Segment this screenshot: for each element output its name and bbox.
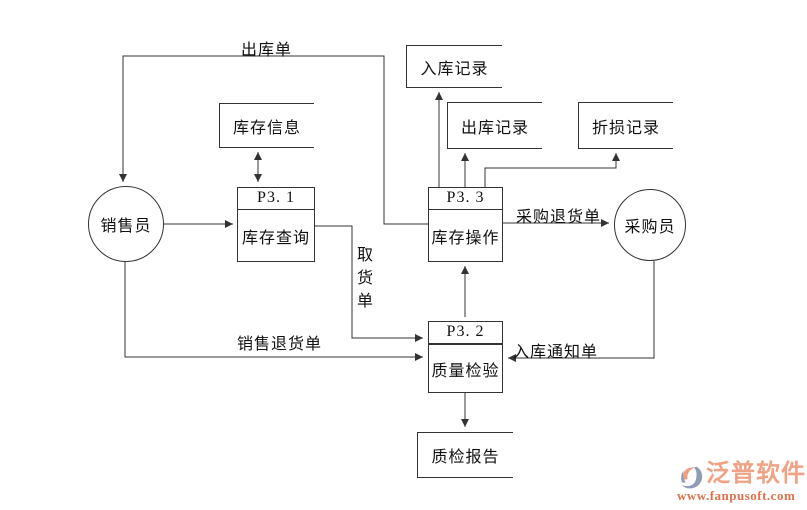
flow-p33-to-damage-records-line [484, 153, 620, 187]
entity-purchaser-label: 采购员 [624, 219, 676, 236]
store-qc-report: 质检报告 [417, 432, 513, 478]
store-inbound-records-label: 入库记录 [420, 60, 489, 78]
process-p33-inventory-operation: P3. 3 库存操作 [428, 187, 503, 262]
entity-salesperson: 销售员 [88, 186, 164, 262]
store-outbound-records: 出库记录 [447, 102, 542, 149]
logo-blue-tail [681, 470, 686, 483]
store-inventory-info-label: 库存信息 [232, 119, 301, 137]
process-p33-code: P3. 3 [429, 188, 502, 210]
logo-salmon-swoosh [683, 467, 695, 480]
store-damage-records-label: 折损记录 [591, 119, 660, 137]
process-p31-name: 库存查询 [241, 229, 310, 247]
store-qc-report-label: 质检报告 [431, 449, 500, 466]
store-inventory-info: 库存信息 [219, 103, 314, 148]
flow-sales-return-line [124, 262, 423, 361]
flow-inbound-notice-line [508, 261, 655, 362]
flow-label-pickup-order: 取货单 [356, 247, 373, 310]
store-inbound-records: 入库记录 [406, 45, 502, 88]
fanpu-url-text: www.fanpusoft.com [677, 488, 796, 503]
process-p32-name: 质量检验 [431, 362, 500, 380]
fanpu-logo-icon [681, 466, 703, 489]
entity-salesperson-label: 销售员 [100, 218, 152, 235]
fanpu-watermark: 泛普软件 www.fanpusoft.com [676, 460, 806, 508]
logo-blue-swoosh [681, 466, 703, 489]
store-damage-records: 折损记录 [578, 102, 673, 149]
process-p31-inventory-query: P3. 1 库存查询 [237, 187, 315, 262]
flow-pickup-order-line [315, 225, 423, 342]
flow-label-outbound-order: 出库单 [241, 42, 293, 59]
entity-purchaser: 采购员 [614, 189, 686, 261]
process-p32-code: P3. 2 [429, 322, 502, 345]
store-outbound-records-label: 出库记录 [460, 119, 529, 137]
process-p32-quality-inspection: P3. 2 质量检验 [428, 321, 503, 393]
flow-label-inbound-notice: 入库通知单 [513, 344, 599, 361]
flow-label-purchase-return-order: 采购退货单 [516, 209, 602, 226]
process-p31-code: P3. 1 [238, 188, 314, 210]
fanpu-brand-text: 泛普软件 [706, 460, 806, 487]
process-p33-name: 库存操作 [431, 229, 500, 247]
flow-outbound-order-line [119, 55, 428, 225]
flow-label-sales-return-order: 销售退货单 [237, 336, 323, 353]
